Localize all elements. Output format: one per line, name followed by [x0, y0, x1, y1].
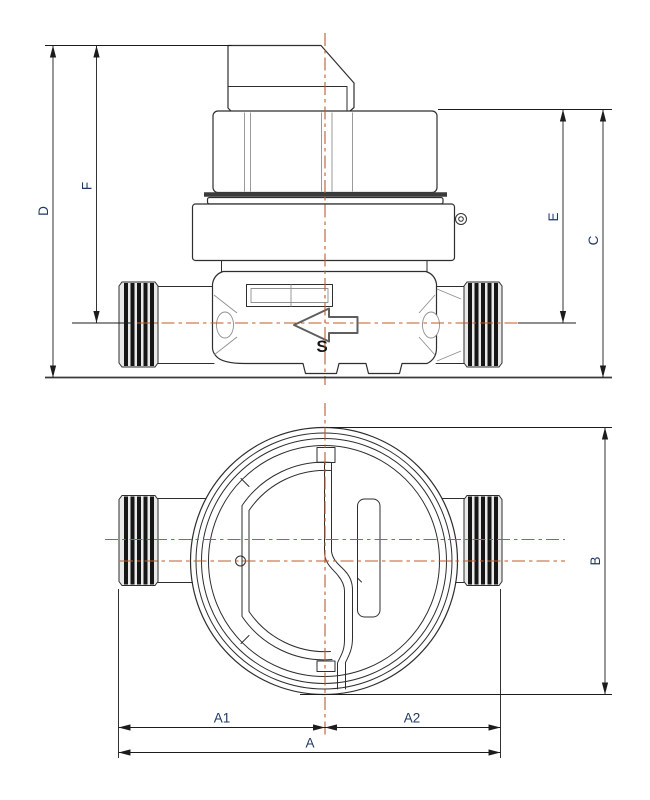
plan-outlet-connection	[442, 495, 503, 586]
hinge-line-right	[331, 462, 353, 690]
housing-panel-lines	[244, 112, 353, 192]
dimension-D-label: D	[36, 206, 51, 216]
name-plate	[246, 284, 333, 307]
seal-lug-hole	[458, 216, 464, 222]
dimension-A2-label: A2	[404, 711, 421, 726]
hinge-nub-top	[316, 447, 336, 463]
inlet-strut-boss	[216, 311, 234, 339]
cover-outline	[227, 44, 355, 113]
plan-inlet-connection	[118, 495, 206, 586]
dimension-A1-label: A1	[214, 711, 231, 726]
lid-hinge	[316, 447, 353, 690]
inlet-connection	[118, 281, 215, 368]
outlet-pipe	[435, 286, 465, 364]
plan-inlet-pipe	[157, 498, 206, 583]
inlet-thread-crests	[124, 283, 154, 366]
inlet-pipe	[157, 286, 215, 364]
rim-tick-upper	[240, 478, 250, 487]
centerlines	[88, 33, 565, 737]
plan-inlet-thread-crests	[124, 496, 154, 585]
hinge-nub-bottom	[316, 660, 336, 672]
slot-step	[357, 577, 362, 583]
slot-outline	[357, 498, 381, 618]
plan-outlet-pipe	[442, 498, 465, 583]
dimension-F-label: F	[80, 182, 95, 190]
neck	[221, 260, 428, 272]
name-plate-inner	[250, 288, 329, 303]
side-view: S	[118, 44, 503, 375]
register-cover	[227, 44, 355, 113]
dimension-A-label: A	[305, 736, 314, 751]
dimension-C-label: C	[586, 235, 601, 245]
dimension-B-label: B	[588, 556, 603, 565]
flow-direction-arrow	[293, 307, 359, 343]
outlet-strut-boss	[422, 311, 440, 339]
flow-marker-label: S	[316, 337, 327, 356]
lid-outer-edge	[241, 461, 333, 661]
dimensions: D F E C B A1 A2 A	[36, 45, 612, 758]
lid-slot	[357, 498, 381, 618]
cover-split-line	[227, 86, 348, 113]
outlet-thread-crests	[468, 283, 498, 366]
dimension-E-label: E	[546, 212, 561, 221]
plan-outlet-thread-crests	[468, 496, 498, 585]
rim-tick-lower	[240, 635, 250, 644]
hinge-line-left	[324, 462, 345, 690]
outlet-connection	[435, 281, 503, 368]
outlet-strut-webs	[418, 288, 462, 362]
inlet-strut-webs	[213, 294, 238, 356]
register-shroud	[191, 203, 467, 262]
shroud-outline	[191, 203, 456, 262]
seal-lug-outer	[455, 213, 467, 225]
